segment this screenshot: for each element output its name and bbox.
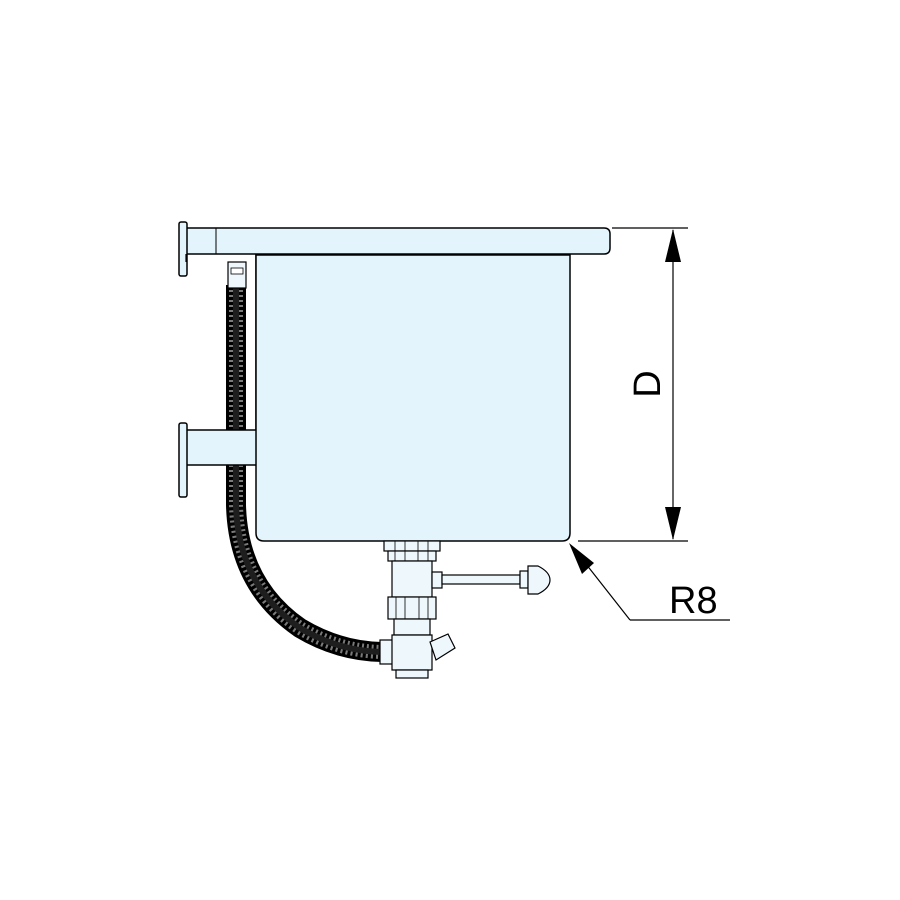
depth-label: D	[627, 370, 669, 397]
tank-body	[255, 254, 571, 542]
overflow-flange	[178, 422, 188, 498]
radius-leader	[569, 543, 730, 621]
rim-flange	[178, 221, 188, 277]
lever-knob	[527, 565, 551, 595]
drain-valve	[379, 540, 551, 679]
radius-label: R8	[669, 580, 718, 622]
depth-dimension	[578, 227, 688, 542]
drain-hose	[226, 261, 386, 662]
top-rim	[178, 221, 611, 277]
